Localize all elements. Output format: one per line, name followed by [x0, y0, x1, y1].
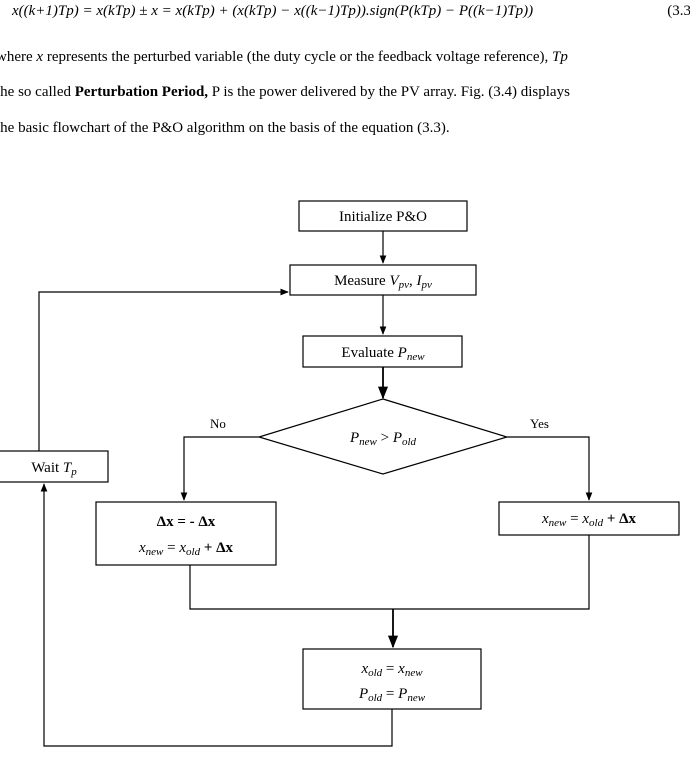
- label-no: No: [210, 416, 226, 431]
- yes-action-label: xnew = xold + Δx: [541, 511, 637, 529]
- evaluate-label: Evaluate Pnew: [341, 345, 425, 363]
- update-box: [302, 648, 482, 710]
- loop-line-top: [38, 288, 289, 451]
- no-action-line-1: Δx = - Δx: [157, 514, 216, 530]
- yes-action-box: [498, 501, 680, 536]
- line-yes-branch: [507, 436, 593, 501]
- update-line-2: Pold = Pnew: [358, 686, 426, 704]
- initialize-box: [298, 200, 468, 232]
- measure-label: Measure Vpv, Ipv: [334, 273, 432, 291]
- no-action-box: [95, 501, 277, 566]
- equation-line: x((k+1)Tp) = x(kTp) ± x = x(kTp) + (x(kT…: [0, 0, 690, 24]
- label-yes: Yes: [530, 416, 549, 431]
- paragraph-line-1: where x represents the perturbed variabl…: [0, 49, 568, 65]
- equation-3-3: x((k+1)Tp) = x(kTp) ± x = x(kTp) + (x(kT…: [12, 3, 534, 19]
- loop-line-bottom: [40, 483, 393, 747]
- initialize-label: Initialize P&O: [339, 209, 427, 225]
- paragraph-line-2: the so called Perturbation Period, P is …: [0, 84, 570, 100]
- update-line-1: xold = xnew: [360, 661, 423, 679]
- var-x: x: [36, 49, 44, 65]
- decision-label: Pnew > Pold: [349, 430, 417, 448]
- merge-line: [189, 535, 590, 610]
- decision-diamond: [256, 398, 510, 475]
- no-action-line-2: xnew = xold + Δx: [138, 540, 234, 558]
- line-no-branch: [180, 436, 259, 501]
- equation-number: (3.3): [667, 3, 690, 19]
- var-tp: Tp: [551, 49, 568, 65]
- term-perturbation-period: Perturbation Period,: [74, 84, 209, 100]
- paragraph-line-3: the basic flowchart of the P&O algorithm…: [0, 120, 450, 136]
- wait-box: [0, 450, 109, 483]
- wait-label: Wait Tp: [31, 460, 77, 478]
